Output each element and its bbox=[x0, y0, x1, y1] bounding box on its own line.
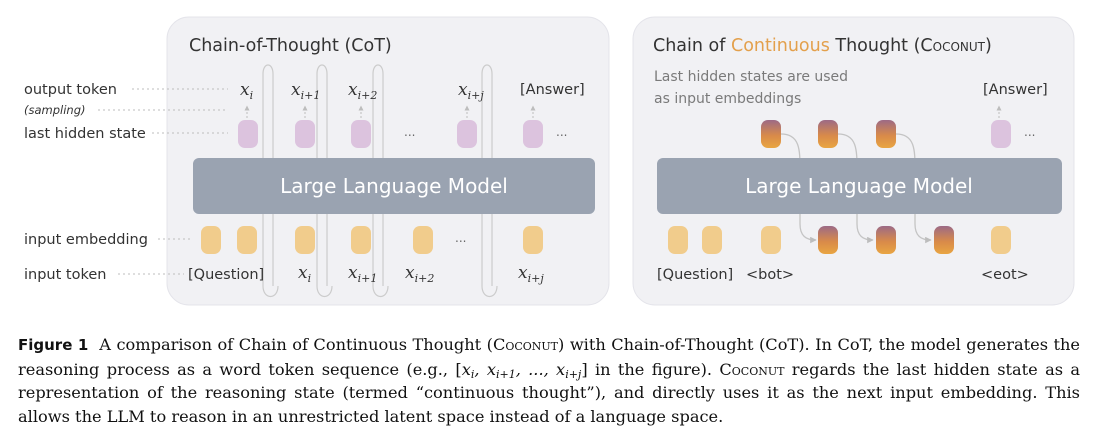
coconut-input-embeddings bbox=[668, 226, 1011, 254]
label-leader-lines bbox=[98, 88, 228, 275]
cot-llm-label: Large Language Model bbox=[280, 174, 508, 198]
coconut-llm-label: Large Language Model bbox=[745, 174, 973, 198]
continuous-thought-vector bbox=[818, 226, 838, 254]
embedding-vector bbox=[702, 226, 722, 254]
caption-coconut-2: Coconut bbox=[719, 359, 785, 379]
continuous-thought-vector bbox=[818, 120, 838, 148]
row-label-input-embedding: input embedding bbox=[24, 232, 148, 248]
embedding-vector bbox=[991, 226, 1011, 254]
hidden-state-vector bbox=[351, 120, 371, 148]
output-token-xi: xi bbox=[240, 80, 253, 102]
embedding-vector bbox=[351, 226, 371, 254]
cot-hidden-states bbox=[238, 120, 543, 148]
caption-coconut-1: Coconut bbox=[492, 335, 559, 354]
row-label-output-token: output token bbox=[24, 82, 117, 98]
cot-hidden-ellipsis: ... bbox=[404, 125, 415, 139]
hidden-state-vector bbox=[457, 120, 477, 148]
continuous-thought-vector bbox=[761, 120, 781, 148]
input-token-xi1: xi+1 bbox=[348, 263, 377, 285]
cot-input-embeddings bbox=[201, 226, 543, 254]
caption-math-sequence: xi, xi+1, ..., xi+j bbox=[461, 359, 582, 381]
cot-answer-label: [Answer] bbox=[520, 82, 585, 98]
embedding-vector bbox=[761, 226, 781, 254]
continuous-thought-vector bbox=[876, 226, 896, 254]
eot-token-label: <eot> bbox=[981, 267, 1029, 283]
coconut-hidden-states bbox=[761, 120, 1011, 148]
hidden-state-vector bbox=[991, 120, 1011, 148]
embedding-vector bbox=[668, 226, 688, 254]
cot-question-label: [Question] bbox=[188, 267, 264, 283]
bot-token-label: <bot> bbox=[746, 267, 794, 283]
coconut-note-line2: as input embeddings bbox=[654, 91, 801, 107]
embedding-vector bbox=[237, 226, 257, 254]
cot-hidden-ellipsis-end: ... bbox=[556, 125, 567, 139]
row-label-sampling: (sampling) bbox=[24, 103, 86, 117]
output-token-xi1: xi+1 bbox=[291, 80, 320, 102]
input-token-xi: xi bbox=[298, 263, 311, 285]
input-token-xij: xi+j bbox=[518, 263, 544, 285]
continuous-thought-vector bbox=[934, 226, 954, 254]
caption-text-2: ) with Chain-of-Thought (CoT). In CoT, t… bbox=[18, 335, 1080, 379]
embedding-vector bbox=[295, 226, 315, 254]
output-token-xi2: xi+2 bbox=[348, 80, 377, 102]
coconut-note-line1: Last hidden states are used bbox=[654, 69, 848, 85]
cot-embedding-ellipsis: ... bbox=[455, 231, 466, 245]
figure-label: Figure 1 bbox=[18, 336, 89, 354]
hidden-state-vector bbox=[238, 120, 258, 148]
caption-text-1: A comparison of Chain of Continuous Thou… bbox=[99, 335, 493, 354]
input-token-xi2: xi+2 bbox=[405, 263, 434, 285]
caption-text-3: ] in the figure). bbox=[581, 359, 720, 379]
coconut-answer-label: [Answer] bbox=[983, 82, 1048, 98]
embedding-vector bbox=[413, 226, 433, 254]
output-token-xij: xi+j bbox=[458, 80, 484, 102]
sampling-arrows bbox=[244, 105, 536, 118]
coconut-question-label: [Question] bbox=[657, 267, 733, 283]
row-label-last-hidden-state: last hidden state bbox=[24, 126, 146, 142]
continuous-thought-vector bbox=[876, 120, 896, 148]
cot-llm-block bbox=[193, 158, 595, 214]
hidden-state-vector bbox=[523, 120, 543, 148]
feedback-loop-arrows bbox=[262, 64, 498, 298]
coconut-hidden-ellipsis: ... bbox=[1024, 125, 1035, 139]
comparison-diagram: Chain-of-Thought (CoT) output token (sam… bbox=[24, 16, 1075, 306]
coconut-llm-block bbox=[657, 158, 1062, 214]
hidden-state-vector bbox=[295, 120, 315, 148]
row-label-input-token: input token bbox=[24, 267, 106, 283]
cot-panel-title: Chain-of-Thought (CoT) bbox=[189, 36, 392, 56]
embedding-vector bbox=[201, 226, 221, 254]
caption-text-4: regards the last hidden state as a repre… bbox=[18, 359, 1080, 426]
figure-caption: Figure 1 A comparison of Chain of Contin… bbox=[18, 333, 1080, 428]
embedding-vector bbox=[523, 226, 543, 254]
coconut-panel-title: Chain of Continuous Thought (Coconut) bbox=[653, 36, 992, 56]
